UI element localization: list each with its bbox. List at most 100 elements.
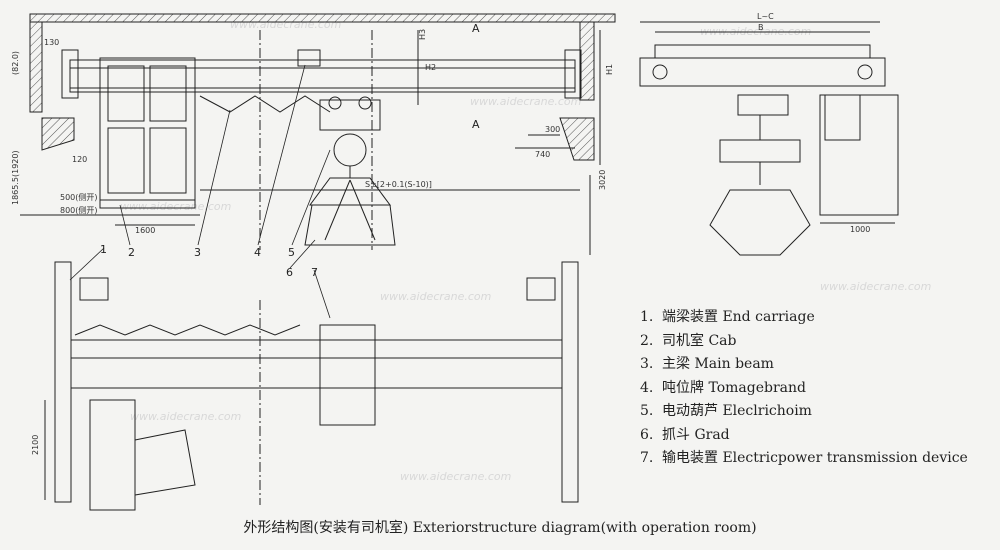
cab-window (149, 127, 187, 194)
front-elevation-labels: 130 (82.0) 1865.5(1920) 120 500(侧开) 800(… (11, 22, 614, 235)
end-carriage-top (654, 44, 871, 59)
parts-legend: 1. 端梁装置 End carriage 2. 司机室 Cab 3. 主梁 Main be… (640, 306, 995, 471)
hoist-plan (319, 324, 376, 426)
cab-window (149, 65, 187, 122)
watermark-layer: www.aidecrane.com www.aidecrane.com www.… (120, 18, 931, 483)
watermark-text: www.aidecrane.com (470, 95, 581, 108)
end-carriage-left (61, 49, 79, 99)
dim-130: 130 (44, 38, 59, 47)
legend-text: 司机室 Cab (662, 332, 737, 349)
legend-number: 4. (640, 379, 654, 396)
legend-item: 3. 主梁 Main beam (640, 353, 995, 377)
end-carriage-side (639, 57, 886, 87)
right-corbel (559, 117, 595, 161)
legend-item: 6.抓斗 Grad (640, 424, 995, 448)
hoist-trolley (319, 99, 381, 131)
section-mark-a: A (472, 22, 480, 35)
tonnage-plate (297, 49, 321, 67)
dim-820: (82.0) (11, 51, 20, 75)
wheel-icon (652, 64, 668, 80)
section-mark-a: A (472, 118, 480, 131)
callout-6: 6 (286, 266, 293, 279)
dim-500: 500(侧开) (60, 192, 98, 202)
dim-h1: H1 (605, 64, 614, 75)
main-beam-plan (70, 339, 563, 389)
right-wall (579, 21, 595, 101)
watermark-text: www.aidecrane.com (820, 280, 931, 293)
legend-item: 5. 电动葫芦 Eleclrichoim (640, 400, 995, 424)
diagram-caption: 外形结构图(安装有司机室) Exteriorstructure diagram(… (243, 520, 757, 536)
drive-motor-right (526, 277, 556, 301)
dim-h2: H2 (425, 63, 436, 72)
trolley-wheel (358, 96, 372, 110)
callout-4: 4 (254, 246, 261, 259)
dim-h3: H3 (418, 29, 427, 40)
legend-text: 电动葫芦 Eleclrichoim (662, 403, 812, 419)
beam-truss (199, 95, 331, 113)
plan-view (44, 261, 579, 511)
callout-1: 1 (100, 243, 107, 256)
plan-view-labels: 2100 (31, 435, 40, 455)
side-view-labels: L~C B 1000 (757, 12, 870, 234)
legend-number: 2. (640, 332, 654, 349)
cab-front (99, 57, 196, 209)
legend-text: 抓斗 Grad (662, 426, 730, 443)
callout-5: 5 (288, 246, 295, 259)
end-carriage-right (564, 49, 582, 99)
legend-item: 4. 吨位牌 Tomagebrand (640, 377, 995, 401)
end-carriage-plan-right (561, 261, 579, 503)
callout-numbers: 1 2 3 4 5 6 7 (100, 243, 318, 279)
wheel-icon (857, 64, 873, 80)
end-carriage-plan-left (54, 261, 72, 503)
trolley-side (737, 94, 789, 116)
cab-plan-platform (134, 429, 196, 496)
legend-number: 3. (640, 356, 654, 372)
cab-plan (89, 399, 136, 511)
legend-item: 2. 司机室 Cab (640, 330, 995, 354)
hoist-drum (333, 133, 367, 167)
watermark-text: www.aidecrane.com (120, 200, 231, 213)
hoist-motor-side (719, 139, 801, 163)
dim-1920: 1865.5(1920) (11, 150, 20, 205)
legend-number: 5. (640, 403, 654, 419)
legend-text: 吨位牌 Tomagebrand (662, 379, 806, 396)
dim-120: 120 (72, 155, 87, 164)
callout-3: 3 (194, 246, 201, 259)
legend-number: 1. (640, 309, 654, 325)
callout-7: 7 (311, 266, 318, 279)
trolley-wheel (328, 96, 342, 110)
cab-window (107, 127, 145, 194)
legend-text: 端梁装置 End carriage (662, 309, 815, 325)
legend-number: 7. (640, 450, 654, 466)
dim-lc: L~C (757, 12, 774, 21)
left-wall (29, 21, 43, 113)
dim-300: 300 (545, 125, 560, 134)
cab-door-side (824, 94, 861, 141)
side-view (639, 21, 899, 256)
legend-item: 7. 输电装置 Electricpower transmission device (640, 447, 995, 471)
watermark-text: www.aidecrane.com (400, 470, 511, 483)
grab-arm (324, 179, 351, 241)
cab-window (107, 65, 145, 122)
span-dimension: S±[2+0.1(S-10)] (365, 180, 432, 189)
legend-item: 1. 端梁装置 End carriage (640, 306, 995, 330)
front-elevation (20, 13, 616, 255)
legend-text: 输电装置 Electricpower transmission device (662, 450, 968, 466)
dim-3020: 3020 (598, 170, 607, 190)
drive-motor-left (79, 277, 109, 301)
main-beam-front (69, 59, 576, 93)
dim-740: 740 (535, 150, 550, 159)
left-corbel (41, 117, 75, 151)
grab-arm (349, 179, 376, 241)
callout-leaders (69, 64, 331, 319)
watermark-text: www.aidecrane.com (380, 290, 491, 303)
dim-1600: 1600 (135, 226, 155, 235)
grab-side (709, 189, 811, 256)
ceiling-hatch (29, 13, 616, 23)
grab-bucket (304, 204, 396, 246)
legend-text: 主梁 Main beam (662, 356, 774, 372)
dim-800: 800(侧开) (60, 205, 98, 215)
watermark-text: www.aidecrane.com (130, 410, 241, 423)
